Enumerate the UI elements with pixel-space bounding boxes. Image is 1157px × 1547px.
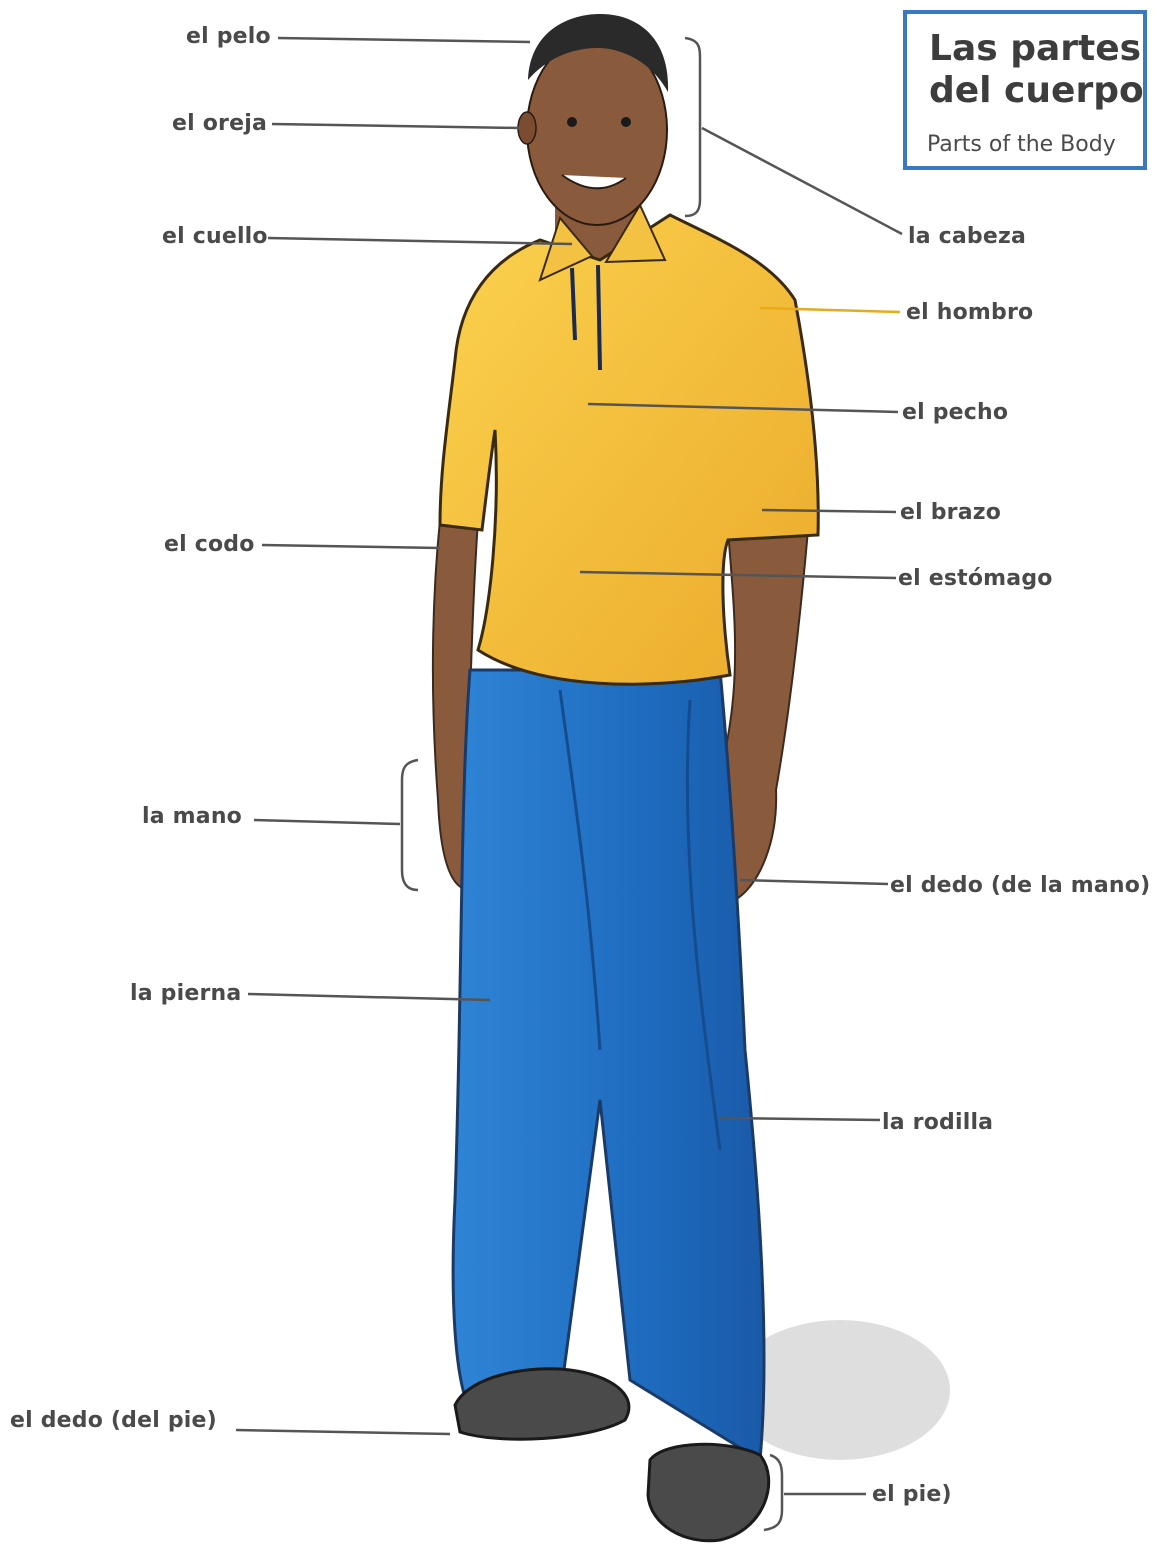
label-codo: el codo	[164, 534, 255, 556]
title-line-2: del cuerpo	[929, 70, 1144, 112]
leader-cuello	[268, 238, 572, 244]
label-estomago: el estómago	[898, 568, 1053, 590]
leader-codo	[262, 545, 440, 548]
label-pie: el pie)	[872, 1484, 952, 1506]
label-brazo: el brazo	[900, 502, 1001, 524]
bracket-cabeza	[685, 38, 700, 216]
title-box: Las partes del cuerpo Parts of the Body	[903, 10, 1147, 170]
pants	[453, 670, 764, 1460]
leader-dedo-pie	[236, 1430, 450, 1434]
label-pecho: el pecho	[902, 402, 1008, 424]
bracket-mano	[402, 760, 418, 890]
title-line-1: Las partes	[929, 28, 1144, 70]
label-pierna: la pierna	[130, 983, 241, 1005]
label-cabeza: la cabeza	[908, 226, 1026, 248]
label-cuello: el cuello	[162, 226, 268, 248]
ear	[518, 112, 536, 144]
title-subtitle: Parts of the Body	[927, 132, 1116, 157]
label-dedo-mano: el dedo (de la mano)	[890, 875, 1150, 897]
leader-pelo	[278, 38, 530, 42]
label-mano: la mano	[142, 806, 242, 828]
leader-oreja	[272, 124, 520, 128]
leader-dedo-mano	[740, 880, 888, 884]
label-pelo: el pelo	[186, 26, 271, 48]
label-rodilla: la rodilla	[882, 1112, 993, 1134]
leader-mano	[254, 820, 400, 824]
label-hombro: el hombro	[906, 302, 1033, 324]
left-eye	[567, 117, 577, 127]
right-eye	[621, 117, 631, 127]
right-shoe	[648, 1444, 769, 1540]
label-oreja: el oreja	[172, 113, 267, 135]
label-dedo-pie: el dedo (del pie)	[10, 1410, 217, 1432]
leader-cabeza	[702, 128, 902, 234]
leader-pierna	[248, 994, 490, 1000]
title-main: Las partes del cuerpo	[929, 28, 1144, 112]
